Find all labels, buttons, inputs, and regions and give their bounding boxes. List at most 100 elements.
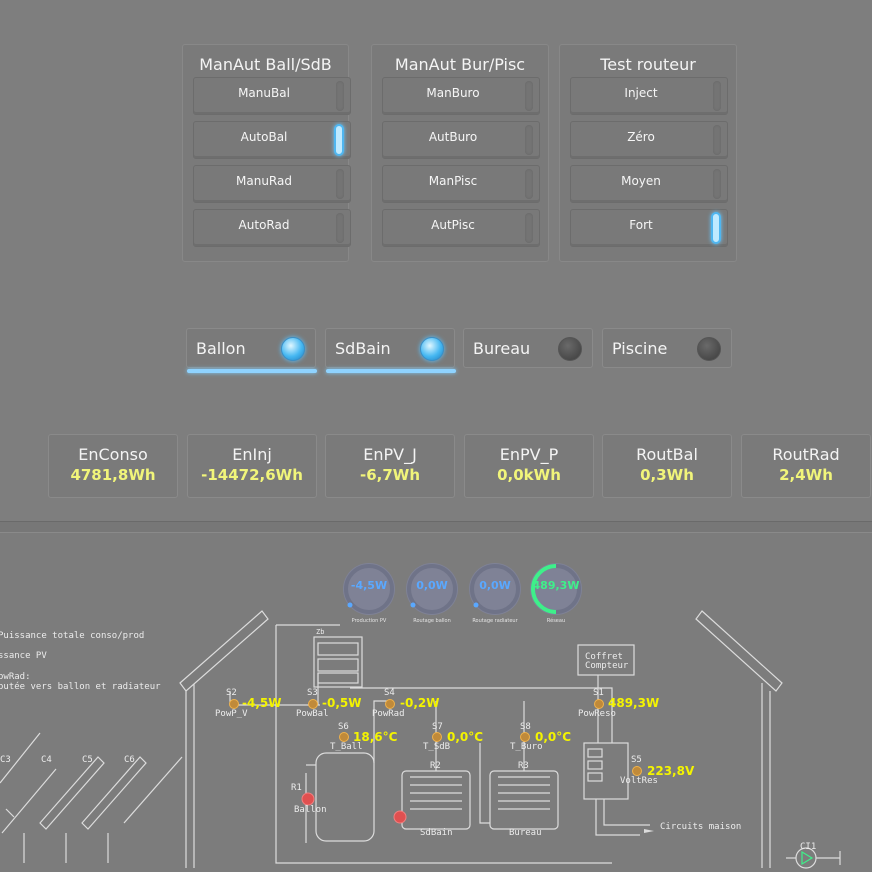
switch-indicator — [336, 213, 344, 243]
metric-title: RoutRad — [772, 445, 840, 464]
sensor-value: 223,8V — [647, 764, 695, 778]
gauge-production-pv: -4,5W — [343, 563, 395, 615]
switch-autobal[interactable]: AutoBal — [193, 121, 351, 159]
active-underline — [326, 369, 456, 373]
switch-label: ManBuro — [426, 86, 480, 100]
sensor-id: S2 — [226, 688, 237, 698]
gauge-value: 489,3W — [532, 579, 580, 592]
metric-title: EnPV_J — [363, 445, 417, 464]
sensor-value: -4,5W — [242, 696, 282, 710]
switch-indicator — [336, 169, 344, 199]
ballon-label: Ballon — [294, 805, 327, 815]
sensor-icon — [520, 732, 530, 742]
sensor-icon — [594, 699, 604, 709]
coffret-label: Coffret — [585, 652, 623, 662]
installation-diagram — [0, 610, 841, 869]
switch-label: ManPisc — [428, 174, 478, 188]
r3-label: R3 — [518, 761, 529, 771]
circuit-button-ballon[interactable]: Ballon — [186, 328, 317, 373]
metric-value: 2,4Wh — [779, 466, 833, 484]
gauge-caption: Réseau — [546, 618, 566, 624]
sensor-value: 18,6°C — [353, 730, 398, 744]
sensor-icon — [432, 732, 442, 742]
switch-label: AutoBal — [240, 130, 288, 144]
circuit-button-piscine[interactable]: Piscine — [602, 328, 732, 368]
sensor-value: 489,3W — [608, 696, 660, 710]
metric-value: 4781,8Wh — [70, 466, 156, 484]
gauge-routage-ballon: 0,0W — [406, 563, 458, 615]
schema-note: owRad: — [0, 672, 31, 682]
switch-indicator — [711, 212, 721, 244]
metric-value: 0,0kWh — [497, 466, 561, 484]
switch-label: AutPisc — [431, 218, 475, 232]
r1-label: R1 — [291, 783, 302, 793]
status-led-icon — [420, 337, 444, 361]
circuit-button-sdbain[interactable]: SdBain — [325, 328, 456, 373]
metric-title: EnInj — [232, 445, 272, 464]
sensor-icon — [339, 732, 349, 742]
switch-autburo[interactable]: AutBuro — [382, 121, 540, 159]
metric-value: -14472,6Wh — [201, 466, 303, 484]
switch-manburo[interactable]: ManBuro — [382, 77, 540, 115]
gauge-caption: Routage ballon — [413, 618, 451, 624]
metric-enpv-j: EnPV_J -6,7Wh — [325, 434, 455, 498]
switch-zero[interactable]: Zéro — [570, 121, 728, 159]
panel-label: C6 — [124, 755, 135, 765]
switch-label: AutBuro — [428, 130, 478, 144]
switch-manurad[interactable]: ManuRad — [193, 165, 351, 203]
gauge-value: -4,5W — [350, 579, 388, 592]
group-title: ManAut Bur/Pisc — [394, 55, 526, 74]
bureau-label: Bureau — [509, 828, 542, 838]
switch-indicator — [525, 125, 533, 155]
sensor-value: 0,0°C — [535, 730, 572, 744]
control-panel: ManAut Ball/SdB ManuBal AutoBal ManuRad … — [48, 44, 871, 498]
switch-label: Inject — [624, 86, 658, 100]
switch-label: Fort — [629, 218, 653, 232]
sensor-value: -0,2W — [400, 696, 440, 710]
switch-autorad[interactable]: AutoRad — [193, 209, 351, 247]
switch-indicator — [525, 81, 533, 111]
switch-manubal[interactable]: ManuBal — [193, 77, 351, 115]
switch-label: Moyen — [621, 174, 661, 188]
panel-label: C5 — [82, 755, 93, 765]
compteur-label: Compteur — [585, 661, 629, 671]
switch-indicator — [525, 169, 533, 199]
sensor-id: S1 — [593, 688, 604, 698]
circuit-button-bureau[interactable]: Bureau — [463, 328, 593, 368]
sensor-name: PowBal — [296, 709, 329, 719]
sensor-id: S7 — [432, 722, 443, 732]
status-led-icon — [558, 337, 582, 361]
switch-indicator — [713, 81, 721, 111]
switch-label: Zéro — [627, 130, 655, 144]
metric-title: EnConso — [78, 445, 148, 464]
switch-manpisc[interactable]: ManPisc — [382, 165, 540, 203]
switch-label: ManuRad — [236, 174, 292, 188]
switch-inject[interactable]: Inject — [570, 77, 728, 115]
sensor-value: -0,5W — [322, 696, 362, 710]
gauge-caption: Production PV — [351, 618, 387, 624]
status-led-icon — [281, 337, 305, 361]
switch-moyen[interactable]: Moyen — [570, 165, 728, 203]
switch-indicator — [525, 213, 533, 243]
circuit-label: Bureau — [473, 339, 531, 358]
gauge-caption: Routage radiateur — [472, 618, 518, 624]
circuit-label: Piscine — [612, 339, 668, 358]
group-title: ManAut Ball/SdB — [199, 55, 332, 74]
sensor-id: S3 — [307, 688, 318, 698]
active-underline — [187, 369, 317, 373]
panel-label: C3 — [0, 755, 11, 765]
schema-note: ssance PV — [0, 651, 47, 661]
sensor-icon — [308, 699, 318, 709]
sensor-icon — [385, 699, 395, 709]
switch-autpisc[interactable]: AutPisc — [382, 209, 540, 247]
group-title: Test routeur — [600, 55, 696, 74]
switch-indicator — [334, 124, 344, 156]
switch-indicator — [713, 125, 721, 155]
group-test-routeur: Test routeur Inject Zéro Moyen Fort — [559, 44, 737, 262]
circuit-label: SdBain — [335, 339, 391, 358]
switch-fort[interactable]: Fort — [570, 209, 728, 247]
sensor-name: VoltRes — [620, 776, 658, 786]
metric-value: -6,7Wh — [359, 466, 421, 484]
circuit-label: Ballon — [196, 339, 246, 358]
